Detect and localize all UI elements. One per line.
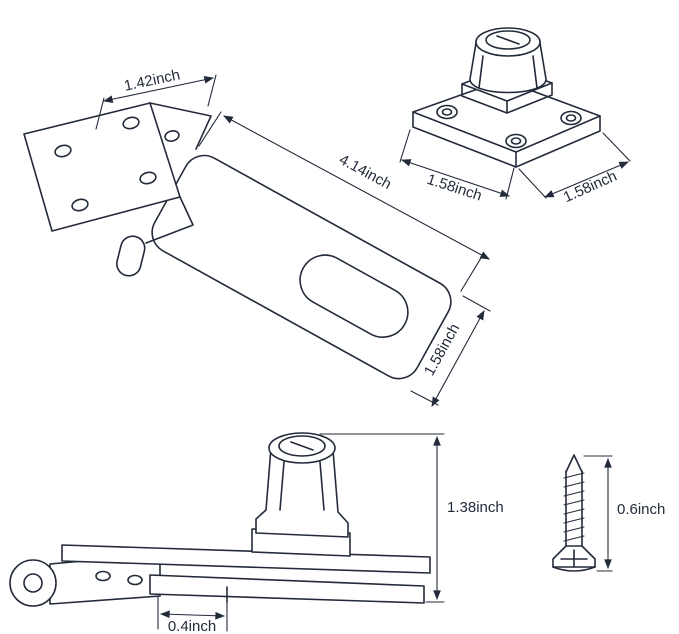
base-hole-inner bbox=[510, 137, 522, 145]
extension-line bbox=[518, 168, 547, 199]
dim-line-base-depth bbox=[544, 161, 629, 198]
base-hole bbox=[560, 110, 582, 126]
base-hole-inner bbox=[565, 114, 577, 122]
dim-label-hinge-offset: 0.4inch bbox=[168, 618, 216, 634]
extension-line bbox=[399, 129, 411, 163]
screw-thread bbox=[563, 481, 585, 488]
knob-body-side-view bbox=[255, 447, 349, 538]
hasp-fold-top-edge bbox=[149, 102, 212, 150]
extension-line bbox=[207, 74, 217, 107]
hinge-knuckle-inner bbox=[23, 573, 43, 593]
assembled-side-view-drawing: 1.38inch 0.4inch bbox=[9, 432, 504, 634]
screw-thread bbox=[563, 517, 585, 524]
base-hole-inner bbox=[441, 108, 453, 116]
lock-body-drawing: 1.58inch 1.58inch bbox=[399, 27, 631, 207]
mounting-hole bbox=[54, 144, 72, 158]
dim-label-lock-base-width: 1.58inch bbox=[425, 171, 484, 205]
screw-thread bbox=[563, 490, 585, 497]
key-slot bbox=[496, 35, 520, 45]
hasp-plate-drawing: 1.42inch 4.14inch 1.58inch bbox=[23, 66, 491, 407]
dim-line-hinge-offset bbox=[160, 610, 225, 620]
base-hole bbox=[505, 133, 527, 149]
extension-line bbox=[460, 252, 485, 292]
dim-line-plate-width bbox=[103, 76, 214, 103]
knob-facet bbox=[532, 55, 538, 89]
knob-cap-side-view bbox=[268, 432, 336, 464]
keeper-plate bbox=[149, 574, 425, 604]
key-slot bbox=[290, 441, 314, 451]
dim-label-hasp-length: 4.14inch bbox=[336, 151, 394, 193]
hasp-arm bbox=[151, 154, 452, 380]
hasp-fold-bottom-edge bbox=[145, 196, 194, 244]
dim-label-screw-length: 0.6inch bbox=[617, 501, 665, 518]
link-hole bbox=[127, 574, 143, 586]
extension-line bbox=[95, 97, 105, 130]
knob-facet bbox=[279, 461, 285, 511]
hasp-mount-plate bbox=[23, 102, 181, 232]
dim-line-overall-length bbox=[223, 115, 490, 260]
extension-line bbox=[198, 111, 222, 147]
knob-facet bbox=[478, 55, 484, 89]
knob-cap-inner-side-view bbox=[278, 435, 326, 457]
screw-thread bbox=[563, 508, 585, 515]
hasp-arm-slot bbox=[299, 254, 409, 338]
screw-tip bbox=[565, 454, 583, 473]
knob-facet bbox=[319, 461, 325, 511]
knob-cap-inner bbox=[485, 30, 531, 50]
link-hole bbox=[95, 570, 111, 582]
hinge-knuckle bbox=[9, 559, 57, 607]
screw-head-base bbox=[552, 566, 596, 572]
mounting-hole bbox=[164, 130, 180, 142]
dim-label-lock-base-depth: 1.58inch bbox=[561, 168, 620, 207]
extension-line bbox=[462, 295, 491, 312]
mounting-hole bbox=[139, 171, 157, 185]
dim-label-assembly-height: 1.38inch bbox=[447, 499, 504, 516]
dim-line-strap-width bbox=[431, 310, 485, 407]
knob-cap bbox=[475, 27, 541, 57]
screw-thread bbox=[563, 535, 585, 542]
screw-thread bbox=[563, 526, 585, 533]
dim-line-base-width bbox=[401, 159, 510, 197]
screw-drawing: 0.6inch bbox=[552, 454, 665, 572]
screw-thread bbox=[563, 472, 585, 479]
mounting-hole bbox=[122, 116, 140, 130]
base-hole bbox=[436, 104, 458, 120]
mounting-hole bbox=[71, 198, 89, 212]
extension-line bbox=[602, 132, 631, 162]
extension-line bbox=[505, 167, 515, 200]
screw-thread bbox=[563, 499, 585, 506]
hasp-hinge-pin bbox=[116, 235, 146, 277]
